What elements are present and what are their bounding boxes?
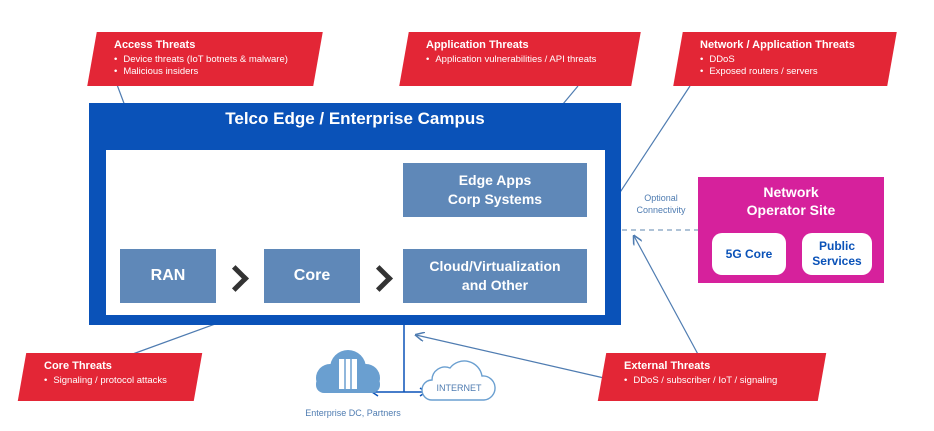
external-threats-callout: External Threats DDoS / subscriber / IoT… <box>597 353 827 401</box>
internet-cloud-icon <box>421 360 496 401</box>
telco-edge-campus-frame: Telco Edge / Enterprise Campus Edge Apps… <box>89 103 621 325</box>
core-threats-title: Core Threats <box>44 360 112 372</box>
core-threats-callout: Core Threats Signaling / protocol attack… <box>17 353 203 401</box>
application-threats-callout: Application Threats Application vulnerab… <box>399 32 641 86</box>
ran-block: RAN <box>120 249 216 303</box>
operator-site-title: Network Operator Site <box>746 184 836 218</box>
application-threat-item: Application vulnerabilities / API threat… <box>426 54 626 66</box>
access-threat-item: Device threats (IoT botnets & malware) <box>114 54 308 66</box>
access-threats-callout: Access Threats Device threats (IoT botne… <box>87 32 323 86</box>
access-threats-title: Access Threats <box>114 39 196 51</box>
network-application-threat-item: DDoS <box>700 54 882 66</box>
access-threat-item: Malicious insiders <box>114 66 308 78</box>
core-block: Core <box>264 249 360 303</box>
external-threat-arrow-operator <box>634 236 701 359</box>
external-threat-item: DDoS / subscriber / IoT / signaling <box>624 375 812 387</box>
network-application-threats-callout: Network / Application Threats DDoS Expos… <box>673 32 897 86</box>
public-services-box: Public Services <box>802 233 872 275</box>
5g-core-box: 5G Core <box>712 233 786 275</box>
network-operator-site: Network Operator Site 5G Core Public Ser… <box>698 177 884 283</box>
network-application-threat-item: Exposed routers / servers <box>700 66 882 78</box>
chevron-right-icon <box>222 265 249 292</box>
core-threat-item: Signaling / protocol attacks <box>44 375 188 387</box>
edge-apps-block: Edge Apps Corp Systems <box>403 163 587 217</box>
enterprise-dc-label: Enterprise DC, Partners <box>305 408 401 418</box>
enterprise-dc-cloud-icon <box>316 350 380 393</box>
cloud-virtualization-block: Cloud/Virtualization and Other <box>403 249 587 303</box>
chevron-right-icon <box>366 265 393 292</box>
network-application-threats-title: Network / Application Threats <box>700 39 855 51</box>
application-threats-title: Application Threats <box>426 39 529 51</box>
campus-title: Telco Edge / Enterprise Campus <box>225 109 485 128</box>
campus-inner-area: Edge Apps Corp Systems RAN Core Cloud/Vi… <box>106 150 605 315</box>
external-threats-title: External Threats <box>624 360 711 372</box>
optional-connectivity-label: Optional Connectivity <box>636 193 686 215</box>
internet-label: INTERNET <box>436 383 482 393</box>
external-threat-arrow-campus <box>416 335 605 379</box>
